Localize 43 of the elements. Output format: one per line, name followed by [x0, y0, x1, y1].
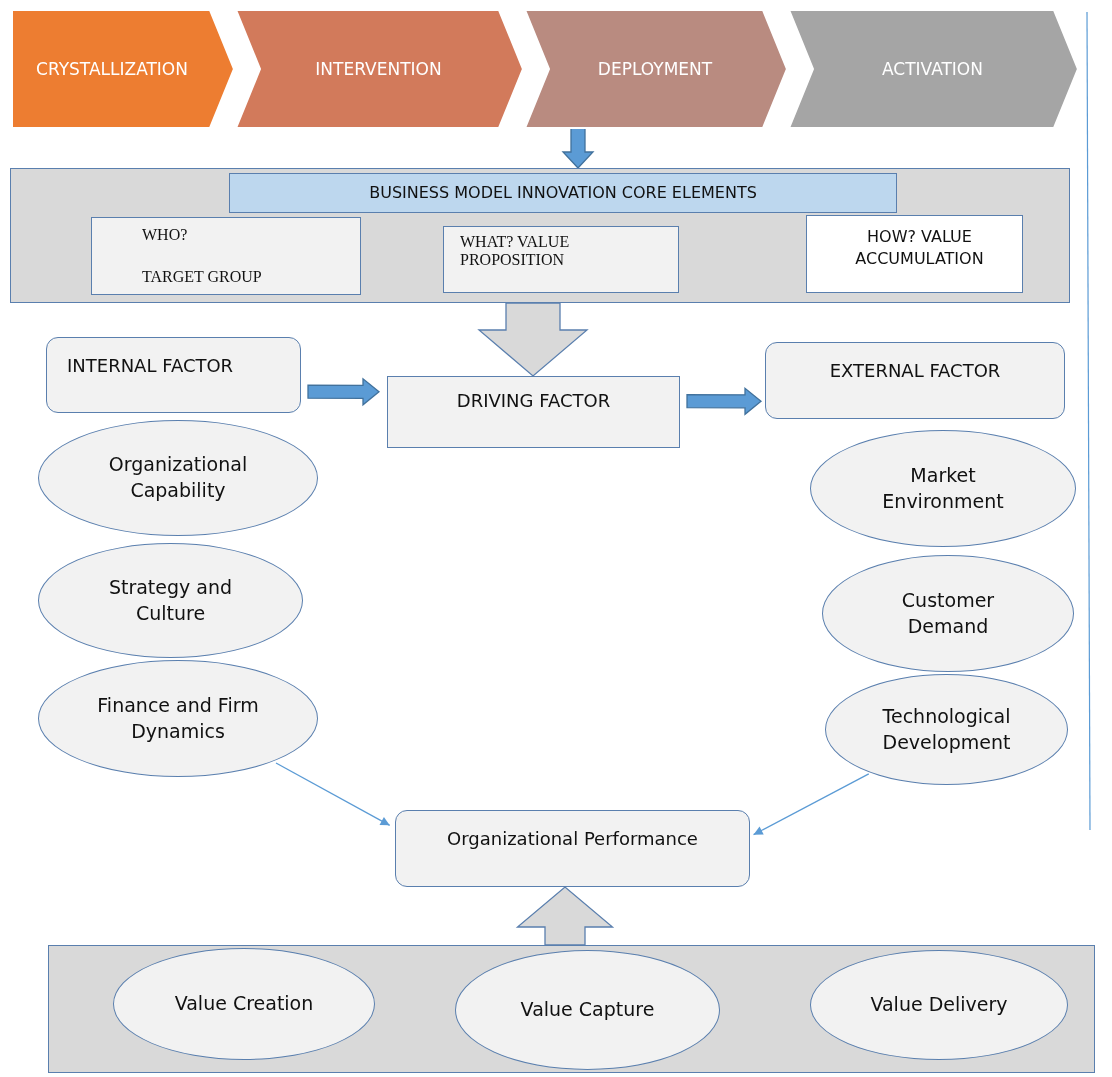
- block-arrow: [515, 886, 615, 946]
- stage-banner: [12, 10, 234, 128]
- element-label: HOW? VALUE ACCUMULATION: [854, 226, 985, 270]
- element-box: [806, 215, 1023, 293]
- element-box: [443, 226, 679, 293]
- arrow: [275, 762, 391, 827]
- block-arrow: [561, 127, 595, 169]
- stage-banner: [525, 10, 787, 128]
- step-label: INTERVENTION: [315, 57, 442, 81]
- header-bar: [229, 173, 897, 213]
- step-label: DEPLOYMENT: [597, 57, 713, 81]
- factor-box: [395, 810, 750, 887]
- process-box: [387, 376, 680, 448]
- step-label: CRYSTALLIZATION: [36, 57, 188, 81]
- box-label: Organizational Performance: [447, 827, 698, 851]
- ellipse-label: Value Creation: [174, 991, 314, 1017]
- stage-banner: [789, 10, 1078, 128]
- stage-banner: [236, 10, 523, 128]
- block-arrow: [307, 377, 381, 407]
- box-label: INTERNAL FACTOR: [67, 354, 234, 378]
- box-label: EXTERNAL FACTOR: [829, 359, 1001, 383]
- factor-box: [765, 342, 1065, 419]
- element-label: WHAT? VALUE PROPOSITION: [460, 233, 571, 269]
- step-label: ACTIVATION: [882, 57, 983, 81]
- ellipse-label: Customer Demand: [900, 587, 996, 639]
- ellipse-label: Organizational Capability: [107, 452, 249, 503]
- group-panel: [10, 168, 1070, 303]
- ellipse-label: Market Environment: [881, 462, 1005, 514]
- ellipse-label: Technological Development: [881, 703, 1012, 755]
- header-label: BUSINESS MODEL INNOVATION CORE ELEMENTS: [369, 182, 757, 204]
- factor-box: [46, 337, 301, 413]
- arrow: [752, 773, 870, 836]
- element-box: [91, 217, 361, 295]
- ellipse-label: Value Capture: [520, 997, 655, 1023]
- block-arrow: [477, 302, 589, 377]
- box-label: DRIVING FACTOR: [456, 389, 611, 413]
- ellipse-label: Finance and Firm Dynamics: [96, 692, 260, 744]
- group-panel: [48, 945, 1095, 1073]
- ellipse-label: Strategy and Culture: [107, 574, 234, 626]
- ellipse-label: Value Delivery: [870, 992, 1008, 1018]
- element-label: WHO?: [142, 226, 188, 244]
- block-arrow: [686, 386, 763, 416]
- element-label: TARGET GROUP: [142, 268, 262, 286]
